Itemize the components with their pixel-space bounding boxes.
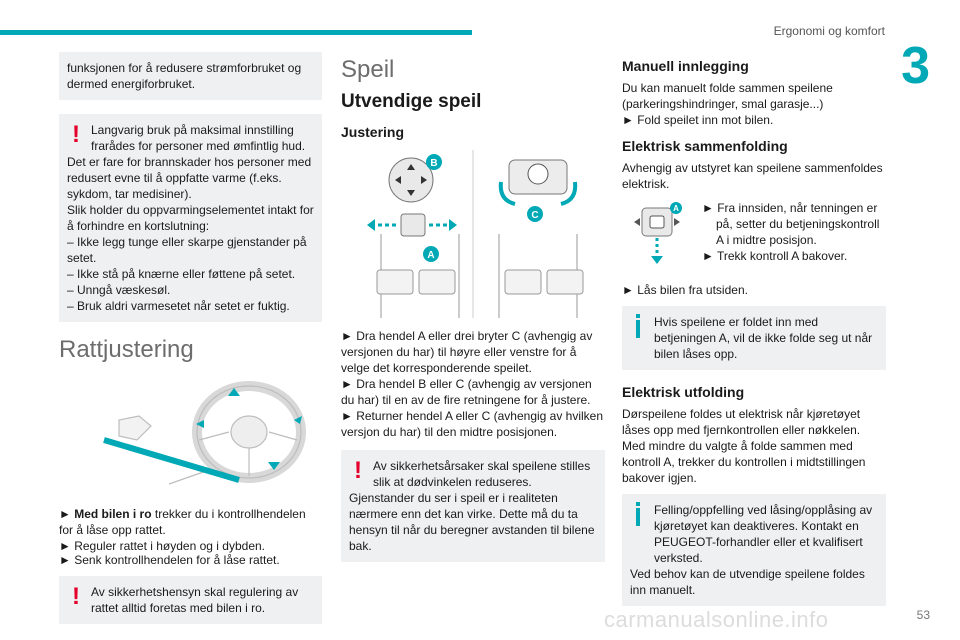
mirror-warning-text: Av sikkerhetsårsaker skal speilene still…: [373, 459, 591, 489]
column-1: funksjonen for å redusere strømforbruket…: [59, 52, 322, 638]
manual-fold-text: Du kan manuelt folde sammen speilene (pa…: [622, 81, 833, 111]
info-text-2: Felling/oppfelling ved låsing/opplåsing …: [654, 503, 873, 565]
steering-warning-box: ! Av sikkerhetshensyn skal regulering av…: [59, 576, 322, 624]
info-icon: [632, 502, 644, 528]
electric-fold-text: Avhengig av utstyret kan speilene sammen…: [622, 161, 883, 191]
label-a: A: [427, 250, 434, 261]
info-text-1: Hvis speilene er foldet inn med betjenin…: [654, 315, 873, 361]
electric-fold-heading: Elektrisk sammenfolding: [622, 138, 788, 154]
section-title: Ergonomi og komfort: [773, 24, 885, 38]
electric-unfold-heading: Elektrisk utfolding: [622, 384, 745, 400]
mirror-step-1: ► Dra hendel A eller drei bryter C (avhe…: [341, 329, 593, 375]
warning-line: Det er fare for brannskader hos personer…: [67, 155, 312, 201]
page-number: 53: [916, 608, 930, 622]
mirror-step-3: ► Returner hendel A eller C (avhengig av…: [341, 409, 604, 439]
info-icon: [632, 314, 644, 340]
manual-fold-step: ► Fold speilet inn mot bilen.: [622, 113, 774, 127]
steering-step-2: ► Reguler rattet i høyden og i dybden.: [59, 539, 265, 553]
lock-step: ► Lås bilen fra utsiden.: [622, 283, 748, 297]
warning-line: – Bruk aldri varmesetet når setet er fuk…: [67, 299, 290, 313]
steering-step-3: ► Senk kontrollhendelen for å låse ratte…: [59, 553, 280, 567]
mirror-warning-more: Gjenstander du ser i speil er i realitet…: [349, 491, 595, 553]
mirror-heading: Speil: [341, 56, 395, 83]
electric-fold-row: A ► Fra innsiden, når tenningen er på, s…: [622, 200, 886, 284]
intro-box: funksjonen for å redusere strømforbruket…: [59, 52, 322, 100]
info-box-1: Hvis speilene er foldet inn med betjenin…: [622, 306, 886, 370]
warning-line: – Unngå væskesøl.: [67, 283, 171, 297]
warning-icon: !: [354, 457, 362, 484]
column-2: Speil Utvendige speil Justering B A: [341, 52, 605, 576]
warning-line: – Ikke stå på knærne eller føttene på se…: [67, 267, 296, 281]
mirror-step-2: ► Dra hendel B eller C (avhengig av vers…: [341, 377, 592, 407]
electric-fold-step-1: ► Fra innsiden, når tenningen er på, set…: [702, 201, 880, 247]
chapter-number: 3: [901, 37, 930, 95]
steering-warning-text: Av sikkerhetshensyn skal regulering av r…: [91, 585, 299, 615]
mirror-subheading: Utvendige speil: [341, 91, 482, 112]
electric-unfold-text: Dørspeilene foldes ut elektrisk når kjør…: [622, 407, 866, 485]
warning-box: ! Langvarig bruk på maksimal innstilling…: [59, 114, 322, 322]
watermark: carmanualsonline.info: [604, 607, 829, 632]
label-b: B: [430, 158, 437, 169]
mirror-warning-box: ! Av sikkerhetsårsaker skal speilene sti…: [341, 450, 605, 562]
warning-line: Slik holder du oppvarmingselementet inta…: [67, 203, 314, 233]
info-box-2: Felling/oppfelling ved låsing/opplåsing …: [622, 494, 886, 606]
label-c: C: [531, 210, 538, 221]
mirror-control-figure: B A C: [367, 150, 584, 318]
header-accent-bar: [0, 30, 472, 35]
steering-wheel-figure: [103, 381, 306, 485]
electric-fold-steps: ► Fra innsiden, når tenningen er på, set…: [702, 200, 886, 264]
warning-line: – Ikke legg tunge eller skarpe gjenstand…: [67, 235, 307, 265]
warning-icon: !: [72, 583, 80, 610]
info-text-2-more: Ved behov kan de utvendige speilene fold…: [630, 567, 865, 597]
warning-icon: !: [72, 121, 80, 148]
column-3: Manuell innlegging Du kan manuelt folde …: [622, 52, 886, 620]
adjustment-heading: Justering: [341, 124, 405, 140]
electric-fold-step-2: ► Trekk kontroll A bakover.: [702, 249, 848, 263]
warning-line: Langvarig bruk på maksimal innstilling f…: [91, 123, 306, 153]
manual-fold-heading: Manuell innlegging: [622, 58, 749, 74]
steering-step-1: ► Med bilen i ro trekker du i kontrollhe…: [59, 507, 306, 537]
steering-heading: Rattjustering: [59, 336, 194, 363]
intro-text: funksjonen for å redusere strømforbruket…: [67, 61, 302, 91]
label-a: A: [673, 204, 679, 213]
fold-control-figure: A: [634, 202, 682, 264]
